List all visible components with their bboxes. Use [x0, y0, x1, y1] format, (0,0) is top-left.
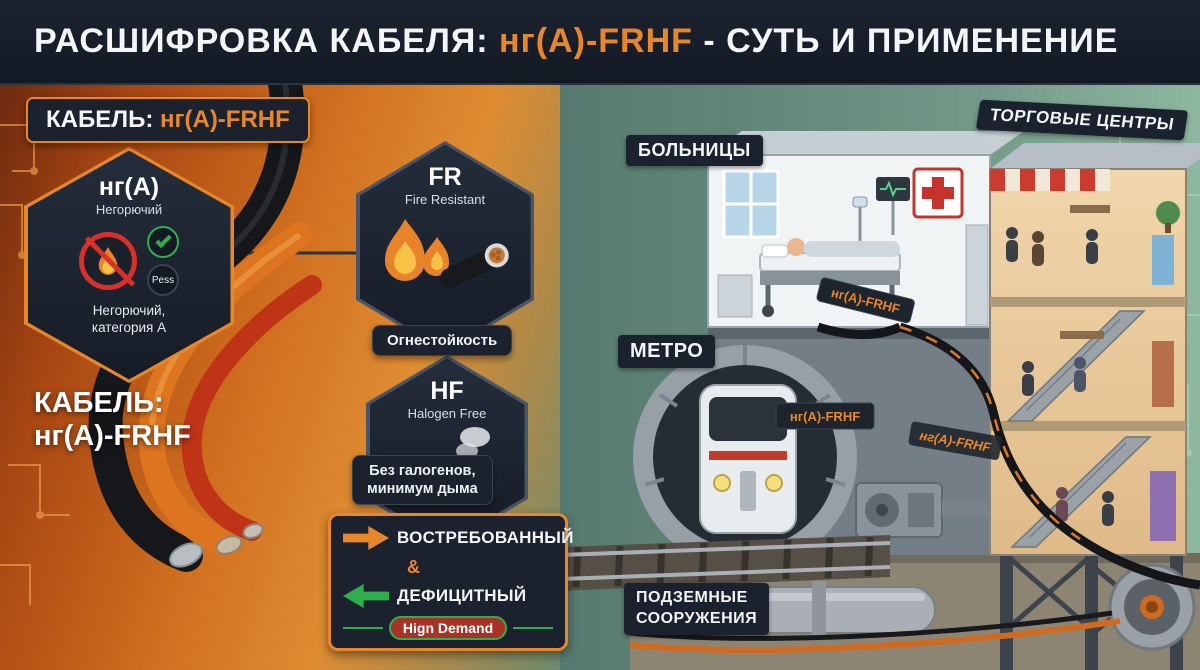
nga-code: нг(А)	[98, 172, 160, 201]
cable-caption-line2: нг(А)-FRHF	[34, 420, 191, 453]
frhf-cable-run	[816, 322, 1200, 590]
nga-caption-1: Негорючий,	[92, 303, 166, 319]
ventilation-unit	[855, 482, 988, 538]
circuit-traces-left	[0, 124, 70, 605]
green-line	[343, 627, 383, 629]
iv-bag	[852, 196, 868, 208]
demand-panel: ВОСТРЕБОВАННЫЙ & ДЕФИЦИТНЫЙ Hign Demand	[328, 513, 573, 651]
page-title: РАСШИФРОВКА КАБЕЛЯ: нг(А)-FRHF - СУТЬ И …	[34, 22, 1118, 61]
fire-cable-art	[385, 219, 509, 289]
demand-line2: ДЕФИЦИТНЫЙ	[397, 586, 527, 605]
fr-code: FR	[428, 162, 462, 191]
hospital-window	[722, 169, 780, 239]
people	[1006, 227, 1114, 526]
green-line	[513, 627, 554, 629]
underground-black-cable	[629, 610, 1113, 641]
underground-orange-cable	[629, 618, 1121, 653]
cable-tag-2: нг(А)-FRHF	[775, 402, 875, 430]
patient	[787, 238, 805, 256]
label-underground-line1: ПОДЗЕМНЫЕ	[636, 589, 748, 606]
nga-subtitle: Негорючий	[95, 201, 163, 217]
fr-badge: Огнестойкость	[372, 325, 513, 356]
application-scene: нг(А)-FRHF нг(А)-FRHF нг(А)-FRHF БОЛЬНИЦ…	[560, 85, 1200, 670]
cable-cutaway-icon	[440, 243, 509, 289]
high-demand-badge: Hign Demand	[388, 616, 508, 640]
label-underground-line2: СООРУЖЕНИЯ	[636, 609, 758, 627]
shop-props	[1060, 205, 1176, 541]
pess-badge: Pess	[147, 264, 179, 297]
check-icon	[147, 226, 179, 259]
demand-arrow-right-icon	[343, 526, 389, 550]
title-suffix: - СУТЬ И ПРИМЕНЕНИЕ	[692, 22, 1119, 60]
underground-section	[629, 505, 1200, 670]
hf-badge-line2: минимум дыма	[367, 481, 478, 498]
red-cross-icon	[912, 167, 964, 219]
cable-name-badge: КАБЕЛЬ: нг(А)-FRHF	[26, 97, 310, 143]
metro-train	[699, 384, 797, 534]
metro-track	[560, 535, 891, 591]
prohibition-slash	[84, 236, 136, 288]
title-cable-code: нг(А)-FRHF	[499, 22, 693, 60]
building-cutaway-illustration: нг(А)-FRHF нг(А)-FRHF нг(А)-FRHF	[560, 85, 1200, 670]
fr-subtitle: Fire Resistant	[404, 191, 486, 207]
medical-monitor	[876, 177, 910, 235]
hf-code: HF	[430, 376, 464, 405]
demand-ampersand: &	[407, 557, 420, 577]
floor-slab	[990, 297, 1186, 307]
flames-icon	[385, 219, 449, 282]
cabinet	[965, 224, 989, 326]
red-cable	[181, 275, 322, 541]
no-fire-icon	[79, 232, 137, 291]
nga-caption-2: категория А	[91, 319, 167, 335]
cable-badge-code: нг(А)-FRHF	[160, 106, 290, 133]
demand-line1: ВОСТРЕБОВАННЫЙ	[397, 528, 574, 547]
hf-badge-line1: Без галогенов,	[369, 463, 476, 479]
label-metro: МЕТРО	[618, 335, 716, 368]
hf-badge: Без галогенов, минимум дыма	[352, 455, 493, 506]
mall-section	[989, 143, 1200, 556]
cable-end-caps	[169, 522, 264, 568]
tree	[1156, 201, 1180, 225]
header: РАСШИФРОВКА КАБЕЛЯ: нг(А)-FRHF - СУТЬ И …	[0, 0, 1200, 85]
title-prefix: РАСШИФРОВКА КАБЕЛЯ:	[34, 22, 500, 60]
cable-caption-line1: КАБЕЛЬ:	[34, 387, 164, 419]
awning	[990, 169, 1110, 191]
equipment-cart	[717, 274, 753, 318]
label-underground-structures: ПОДЗЕМНЫЕ СООРУЖЕНИЯ	[624, 583, 770, 635]
scarce-arrow-left-icon	[343, 584, 389, 608]
cable-caption: КАБЕЛЬ: нг(А)-FRHF	[34, 387, 191, 454]
hf-subtitle: Halogen Free	[407, 405, 487, 421]
cable-badge-label: КАБЕЛЬ:	[46, 106, 160, 133]
cable-tag-text: нг(А)-FRHF	[790, 409, 860, 424]
label-hospitals: БОЛЬНИЦЫ	[626, 135, 763, 166]
content-area: КАБЕЛЬ: нг(А)-FRHF нг(А) Негорючий	[0, 85, 1200, 670]
floor-slab	[990, 421, 1186, 431]
pipe-ring	[1108, 563, 1196, 651]
